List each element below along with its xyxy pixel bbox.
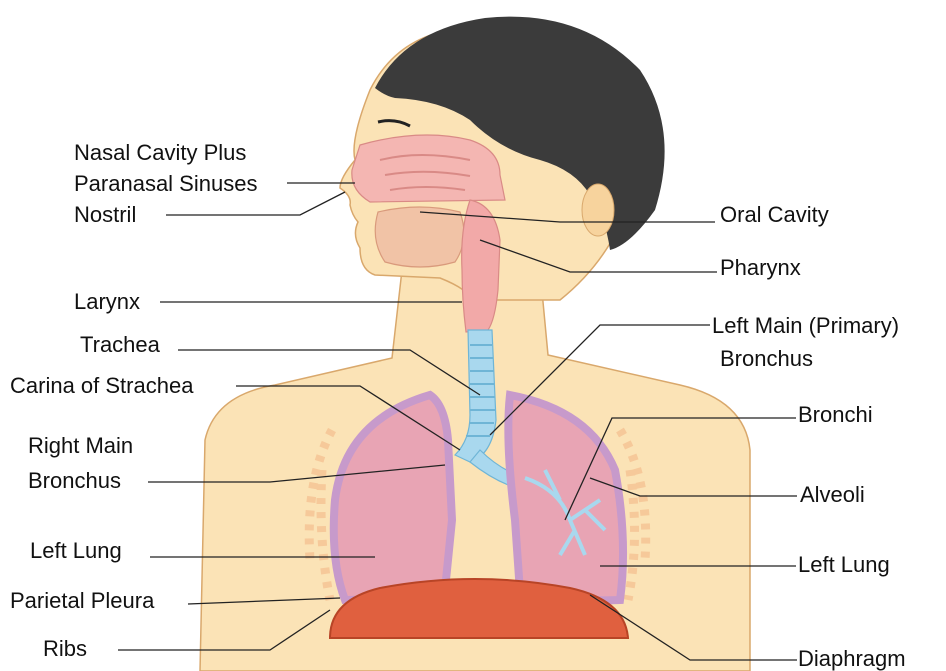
label-nasal-line1: Nasal Cavity Plus xyxy=(74,140,246,165)
label-left-lung-left: Left Lung xyxy=(30,538,122,563)
label-right-main-line2: Bronchus xyxy=(28,468,121,493)
nasal-cavity xyxy=(352,135,505,202)
label-diaphragm: Diaphragm xyxy=(798,646,906,671)
ear xyxy=(582,184,614,236)
label-nasal-line2: Paranasal Sinuses xyxy=(74,171,257,196)
label-left-main-line2: Bronchus xyxy=(720,346,813,371)
label-left-main-line1: Left Main (Primary) xyxy=(712,313,899,338)
label-ribs: Ribs xyxy=(43,636,87,661)
label-pharynx: Pharynx xyxy=(720,255,801,280)
label-bronchi: Bronchi xyxy=(798,402,873,427)
label-carina: Carina of Strachea xyxy=(10,373,194,398)
label-trachea: Trachea xyxy=(80,332,161,357)
oral-cavity xyxy=(375,207,464,267)
label-larynx: Larynx xyxy=(74,289,140,314)
label-right-main-line1: Right Main xyxy=(28,433,133,458)
label-alveoli: Alveoli xyxy=(800,482,865,507)
label-oral-cavity: Oral Cavity xyxy=(720,202,829,227)
label-parietal-pleura: Parietal Pleura xyxy=(10,588,155,613)
label-nostril: Nostril xyxy=(74,202,136,227)
label-left-lung-right: Left Lung xyxy=(798,552,890,577)
pharynx xyxy=(462,200,500,332)
